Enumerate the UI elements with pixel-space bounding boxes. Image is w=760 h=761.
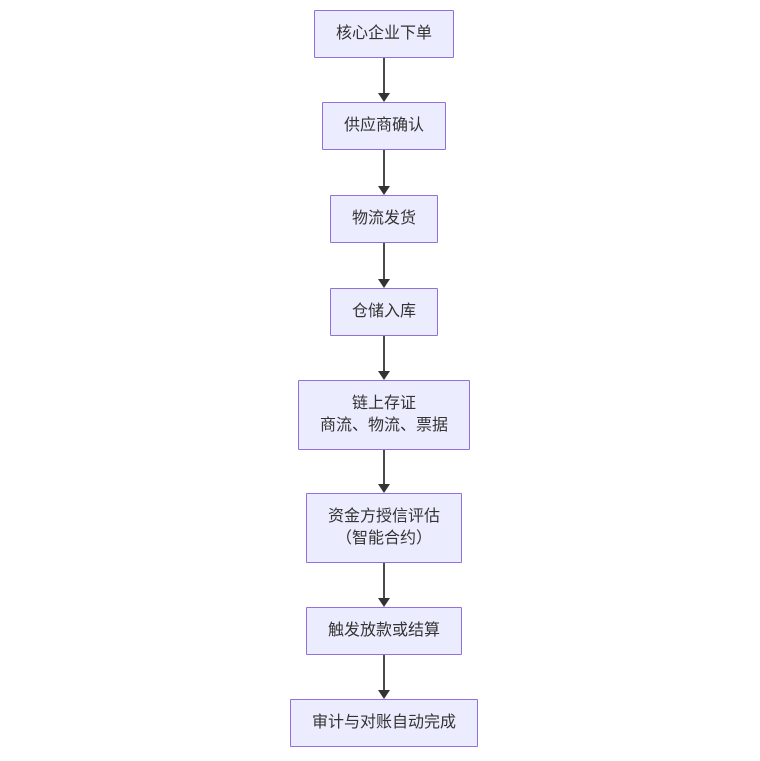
node-label: 仓储入库	[351, 303, 417, 320]
arrow-shaft	[383, 336, 385, 377]
arrow-down-6	[377, 563, 391, 607]
flow-node-audit-reconcile: 审计与对账自动完成	[289, 699, 479, 747]
arrow-shaft	[383, 58, 385, 99]
flow-node-core-order: 核心企业下单	[313, 10, 455, 58]
arrowhead-down-icon	[378, 484, 390, 493]
arrow-down-7	[377, 655, 391, 699]
node-label: （智能合约）	[335, 530, 433, 547]
arrow-shaft	[383, 655, 385, 696]
arrow-down-3	[377, 243, 391, 288]
node-label: 商流、物流、票据	[319, 417, 449, 434]
arrow-down-5	[377, 450, 391, 493]
flow-node-warehouse-in: 仓储入库	[329, 288, 439, 336]
node-label: 链上存证	[351, 395, 417, 412]
node-label: 物流发货	[351, 210, 417, 227]
arrowhead-down-icon	[378, 93, 390, 102]
node-label: 核心企业下单	[335, 25, 433, 42]
arrow-down-4	[377, 336, 391, 380]
arrow-down-1	[377, 58, 391, 102]
node-label: 供应商确认	[343, 117, 425, 134]
arrowhead-down-icon	[378, 279, 390, 288]
flow-node-funder-credit-eval: 资金方授信评估 （智能合约）	[305, 493, 463, 563]
flow-node-trigger-loan-settle: 触发放款或结算	[305, 607, 463, 655]
arrow-shaft	[383, 563, 385, 604]
flow-node-onchain-evidence: 链上存证 商流、物流、票据	[297, 380, 471, 450]
arrow-shaft	[383, 150, 385, 192]
flow-node-supplier-confirm: 供应商确认	[321, 102, 447, 150]
arrow-shaft	[383, 450, 385, 490]
arrowhead-down-icon	[378, 598, 390, 607]
flow-node-logistics-ship: 物流发货	[329, 195, 439, 243]
node-label: 审计与对账自动完成	[311, 714, 457, 731]
arrowhead-down-icon	[378, 690, 390, 699]
arrow-down-2	[377, 150, 391, 195]
arrow-shaft	[383, 243, 385, 285]
arrowhead-down-icon	[378, 371, 390, 380]
arrowhead-down-icon	[378, 186, 390, 195]
node-label: 资金方授信评估	[327, 508, 441, 525]
node-label: 触发放款或结算	[327, 622, 441, 639]
